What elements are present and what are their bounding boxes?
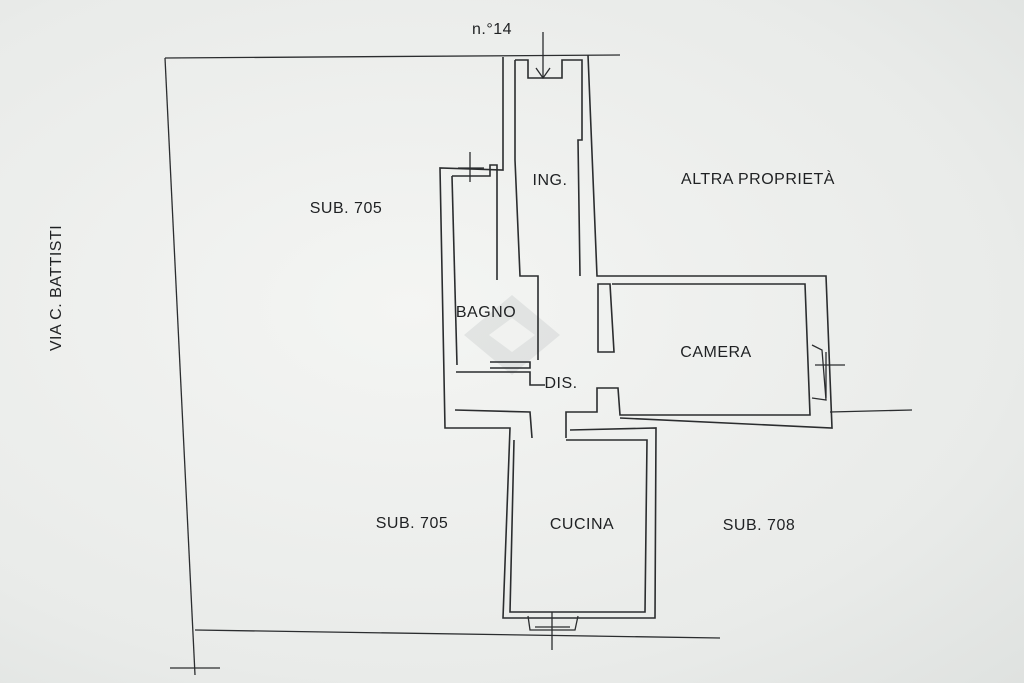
house-number-label: n.°14 — [471, 21, 513, 38]
sub-705-top-label: SUB. 705 — [309, 200, 383, 217]
watermark-logo-icon — [464, 295, 560, 375]
apartment-walls — [439, 54, 845, 650]
altra-proprieta-label: ALTRA PROPRIETÀ — [681, 171, 835, 188]
street-label: VIA C. BATTISTI — [48, 224, 65, 352]
room-label-camera: CAMERA — [680, 344, 752, 361]
room-label-disimpegno: DIS. — [544, 375, 578, 392]
property-boundary — [164, 54, 913, 676]
sub-708-label: SUB. 708 — [722, 517, 796, 534]
room-label-bagno: BAGNO — [455, 304, 517, 321]
room-label-ingresso: ING. — [532, 172, 568, 189]
sub-705-bottom-label: SUB. 705 — [375, 515, 449, 532]
room-label-cucina: CUCINA — [549, 516, 615, 533]
